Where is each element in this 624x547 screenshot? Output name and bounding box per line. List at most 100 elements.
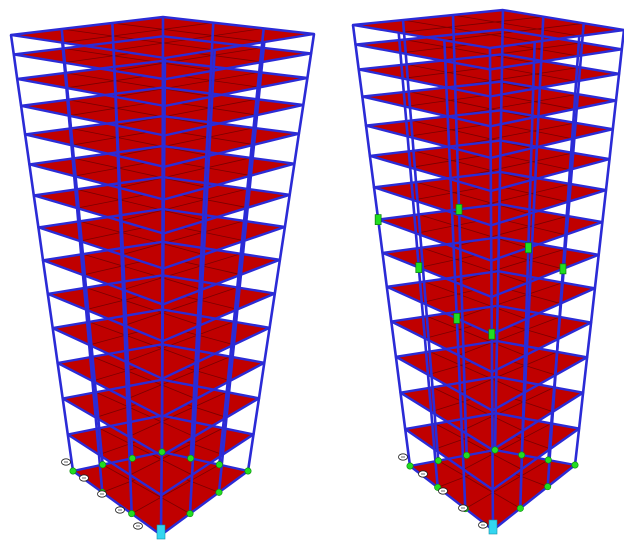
plastic-hinges: [374, 203, 567, 340]
slab-beam: [127, 356, 231, 400]
building-model-right: [351, 8, 624, 535]
slab-beam: [121, 220, 245, 256]
slab-beam: [408, 91, 533, 119]
slab-beam: [465, 459, 549, 510]
slab-beam: [85, 287, 201, 326]
support-node: [69, 467, 77, 475]
support-node: [434, 457, 442, 465]
column: [188, 49, 216, 514]
slab-beam: [118, 157, 251, 189]
slab-beam: [418, 214, 529, 249]
slab-beam: [426, 315, 526, 356]
grid-bubbles: [398, 453, 488, 529]
slab-beam: [70, 127, 210, 157]
column: [111, 22, 134, 459]
slab-beam: [429, 351, 525, 394]
support-node: [128, 454, 136, 462]
slab-beam: [76, 188, 206, 221]
hinge-marker: [488, 328, 496, 340]
support-node: [518, 451, 526, 459]
slab-beam: [116, 98, 257, 126]
column: [443, 40, 467, 509]
column: [217, 41, 266, 493]
slab-beam: [122, 253, 241, 291]
support-node: [244, 467, 252, 475]
slab-beam: [459, 351, 558, 394]
support-node: [215, 461, 223, 469]
slab-beam: [415, 181, 530, 214]
support-node: [158, 448, 166, 456]
building-model-left: [9, 15, 316, 540]
slab-beam: [115, 71, 260, 98]
slab-beam: [404, 39, 535, 64]
slab-beam: [89, 321, 199, 363]
support-node: [544, 483, 552, 491]
slab-beam: [452, 14, 580, 37]
slab-beam: [63, 47, 214, 71]
slab-beam: [410, 120, 532, 149]
slab-beam: [432, 387, 523, 432]
hinge-marker: [455, 203, 463, 215]
support-node: [186, 510, 194, 518]
slab-beam: [402, 19, 535, 43]
support-node: [463, 451, 471, 459]
slab-beam: [117, 127, 254, 157]
support-node: [406, 462, 414, 470]
slab-beam: [65, 72, 213, 98]
slab-beam: [92, 356, 197, 400]
slab-beam: [456, 282, 563, 319]
column: [573, 29, 624, 466]
slab-beam: [131, 464, 220, 515]
slab-beam: [102, 464, 191, 515]
slab-beam: [129, 427, 224, 476]
slab-beam: [463, 423, 552, 470]
slab-beam: [398, 16, 544, 34]
column: [547, 23, 585, 461]
slab-beam: [68, 99, 211, 126]
column: [189, 22, 215, 459]
column: [9, 34, 75, 472]
slab-beam: [73, 157, 208, 188]
hinge-marker: [524, 242, 532, 254]
support-node: [491, 446, 499, 454]
slab-beam: [112, 22, 265, 43]
slab-beam: [120, 188, 248, 222]
slab-beam: [435, 423, 522, 470]
slab-beam: [406, 63, 534, 90]
column: [246, 33, 316, 472]
support-node: [128, 510, 136, 518]
slab-beam: [99, 427, 193, 476]
base-highlight: [156, 524, 166, 540]
hinge-marker: [415, 262, 423, 273]
hinge-marker: [559, 263, 567, 275]
grid-bubbles: [61, 458, 143, 530]
slab-beam: [413, 150, 531, 181]
slab-beam: [423, 281, 527, 320]
slab-beam: [114, 47, 262, 72]
slab-beam: [82, 253, 203, 290]
columns: [9, 17, 316, 536]
support-node: [516, 504, 524, 512]
slab-beam: [458, 316, 561, 356]
support-node: [571, 461, 579, 469]
slab-beam: [125, 321, 235, 363]
column: [520, 16, 545, 456]
base-highlight: [488, 519, 498, 535]
column: [160, 17, 165, 453]
slab-beam: [455, 248, 566, 283]
slab-beam: [438, 460, 521, 509]
slab-beam: [62, 22, 214, 44]
slab-beam: [124, 287, 238, 326]
hinge-marker: [453, 313, 461, 324]
slab-beam: [421, 247, 528, 284]
slab-beam: [95, 391, 195, 437]
column: [397, 32, 439, 488]
support-node: [187, 454, 195, 462]
column: [60, 28, 104, 465]
slab-beam: [461, 387, 555, 432]
support-node: [99, 461, 107, 469]
column: [351, 24, 412, 467]
hinge-marker: [374, 214, 382, 225]
